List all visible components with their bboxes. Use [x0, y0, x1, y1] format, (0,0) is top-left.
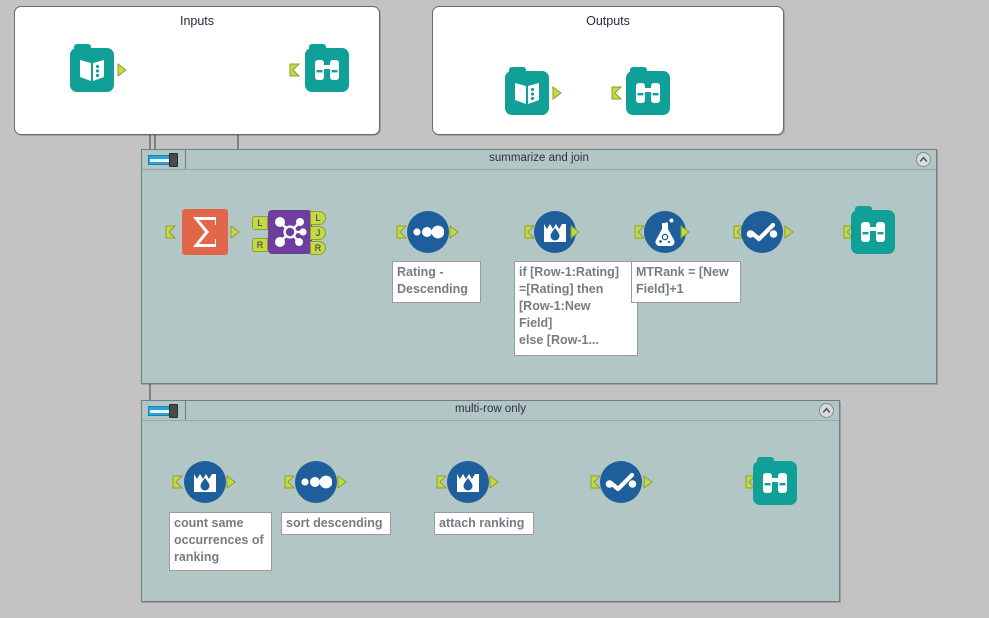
browse-icon — [305, 44, 349, 92]
output-anchor[interactable] — [230, 225, 241, 239]
input-anchor[interactable] — [634, 225, 646, 239]
input-data-icon — [70, 44, 114, 92]
multi-row-formula-icon — [447, 461, 489, 503]
input-anchor[interactable] — [436, 475, 448, 489]
container-outputs-title: Outputs — [586, 14, 630, 28]
join-output-anchor-join[interactable]: J — [310, 226, 326, 240]
sigma-icon — [182, 209, 228, 255]
multi-row-formula-icon — [184, 461, 226, 503]
container-multi-row-only[interactable]: multi-row only — [141, 400, 840, 602]
annotation-sort-top: Rating - Descending — [392, 261, 481, 303]
input-data-icon — [505, 67, 549, 115]
output-anchor[interactable] — [226, 475, 237, 489]
input-anchor[interactable] — [165, 225, 177, 239]
join-input-anchor-left[interactable]: L — [252, 216, 268, 230]
output-anchor[interactable] — [552, 86, 563, 100]
container-multi-row-only-header[interactable]: multi-row only — [142, 401, 839, 421]
container-multi-row-only-body — [142, 420, 839, 601]
join-output-anchor-right[interactable]: R — [310, 241, 326, 255]
multi-row-formula-icon — [534, 211, 576, 253]
container-toggle-icon[interactable] — [148, 153, 180, 167]
annotation-multirow-top: if [Row-1:Rating] =[Rating] then [Row-1:… — [514, 261, 638, 356]
tool-multi-row-formula[interactable] — [534, 211, 576, 253]
output-anchor[interactable] — [784, 225, 795, 239]
tool-multi-row-formula[interactable] — [447, 461, 489, 503]
header-divider — [185, 150, 186, 169]
select-check-icon — [600, 461, 642, 503]
join-output-anchor-left[interactable]: L — [310, 211, 326, 225]
select-check-icon — [741, 211, 783, 253]
annotation-multirow-bottom-2: attach ranking — [434, 512, 534, 535]
join-icon — [268, 210, 312, 254]
container-inputs-title: Inputs — [179, 14, 215, 28]
formula-flask-icon — [644, 211, 686, 253]
input-anchor[interactable] — [611, 86, 623, 100]
container-summarize-and-join-header[interactable]: summarize and join — [142, 150, 936, 170]
tool-select[interactable] — [600, 461, 642, 503]
output-anchor[interactable] — [643, 475, 654, 489]
toggle-knob — [169, 404, 178, 418]
tool-browse[interactable] — [851, 206, 895, 254]
tool-join[interactable] — [268, 210, 312, 254]
chevron-up-icon[interactable] — [916, 152, 931, 167]
container-multi-row-only-title: multi-row only — [455, 403, 526, 415]
input-anchor[interactable] — [590, 475, 602, 489]
container-toggle-icon[interactable] — [148, 404, 180, 418]
output-anchor[interactable] — [117, 63, 128, 77]
output-anchor[interactable] — [680, 225, 691, 239]
output-anchor[interactable] — [449, 225, 460, 239]
container-summarize-and-join-title: summarize and join — [489, 152, 589, 164]
join-input-anchor-right[interactable]: R — [252, 238, 268, 252]
tool-sort[interactable] — [295, 461, 337, 503]
browse-icon — [753, 457, 797, 505]
sort-icon — [407, 211, 449, 253]
input-anchor[interactable] — [289, 63, 301, 77]
tool-summarize[interactable] — [182, 209, 228, 255]
input-anchor[interactable] — [524, 225, 536, 239]
browse-icon — [851, 206, 895, 254]
tool-select[interactable] — [741, 211, 783, 253]
toggle-knob — [169, 153, 178, 167]
annotation-multirow-bottom-1: count same occurrences of ranking — [169, 512, 272, 571]
chevron-up-icon[interactable] — [819, 403, 834, 418]
tool-formula[interactable] — [644, 211, 686, 253]
tool-browse[interactable] — [626, 67, 670, 115]
sort-icon — [295, 461, 337, 503]
tool-browse[interactable] — [753, 457, 797, 505]
tool-multi-row-formula[interactable] — [184, 461, 226, 503]
input-anchor[interactable] — [284, 475, 296, 489]
output-anchor[interactable] — [489, 475, 500, 489]
output-anchor[interactable] — [570, 225, 581, 239]
browse-icon — [626, 67, 670, 115]
tool-input-data[interactable] — [70, 44, 114, 92]
header-divider — [185, 401, 186, 420]
tool-sort[interactable] — [407, 211, 449, 253]
input-anchor[interactable] — [172, 475, 184, 489]
container-summarize-and-join-body — [142, 169, 936, 383]
tool-input-data[interactable] — [505, 67, 549, 115]
output-anchor[interactable] — [337, 475, 348, 489]
annotation-sort-bottom: sort descending — [281, 512, 391, 535]
annotation-formula-top: MTRank = [New Field]+1 — [631, 261, 741, 303]
input-anchor[interactable] — [396, 225, 408, 239]
container-outputs[interactable]: Outputs — [432, 6, 784, 135]
tool-browse[interactable] — [305, 44, 349, 92]
